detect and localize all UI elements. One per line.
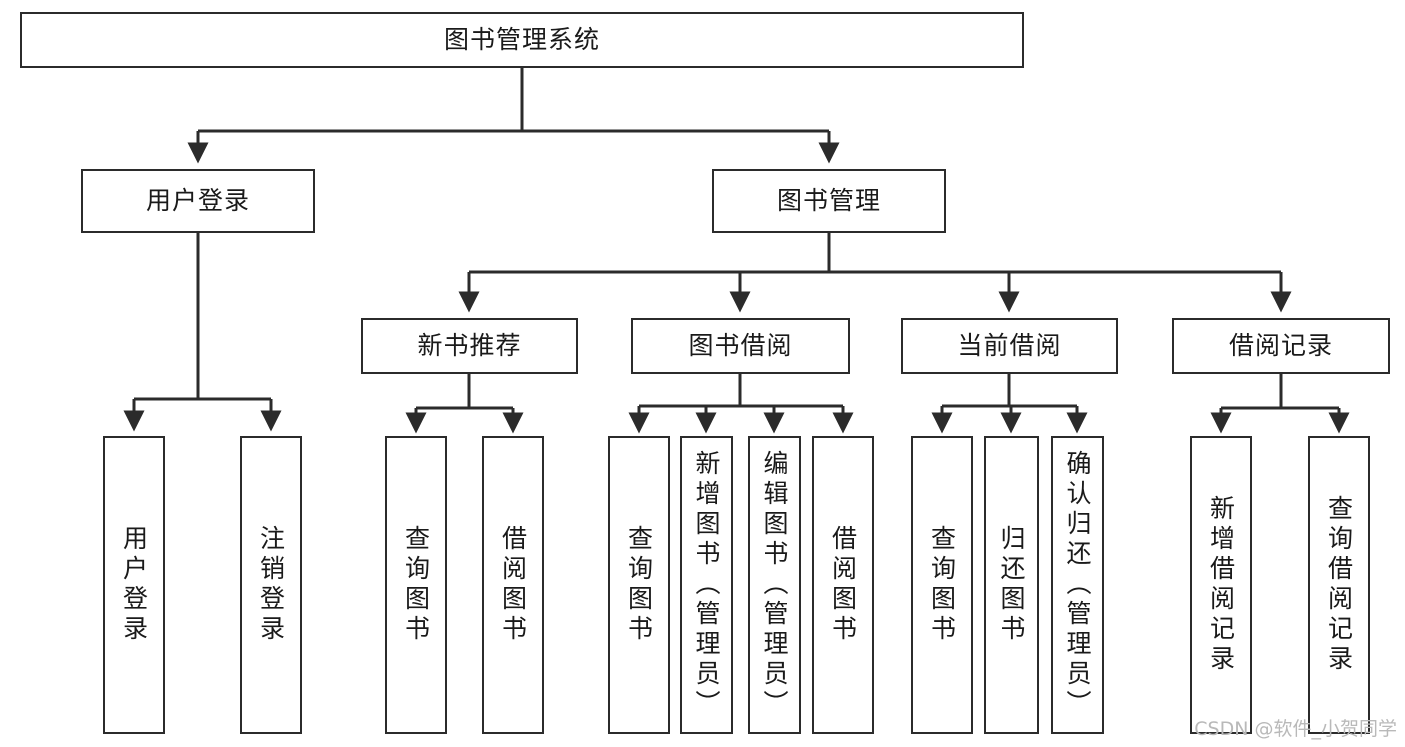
- node-leaf-borrow-book-recommend[interactable]: 借阅图书: [482, 436, 544, 734]
- node-book-manage[interactable]: 图书管理: [712, 169, 946, 233]
- node-leaf-query-book-current[interactable]: 查询图书: [911, 436, 973, 734]
- node-label: 查询图书: [401, 525, 431, 645]
- node-leaf-user-login[interactable]: 用户登录: [103, 436, 165, 734]
- node-label: 借阅记录: [1228, 331, 1333, 361]
- node-current-borrow[interactable]: 当前借阅: [901, 318, 1118, 374]
- node-leaf-query-book-recommend[interactable]: 查询图书: [385, 436, 447, 734]
- node-leaf-confirm-return-admin[interactable]: 确认归还（管理员）: [1051, 436, 1104, 734]
- node-label: 图书借阅: [688, 331, 793, 361]
- node-label: 编辑图书（管理员）: [760, 450, 789, 720]
- node-label: 新增借阅记录: [1206, 495, 1236, 675]
- node-label: 查询借阅记录: [1324, 495, 1354, 675]
- watermark-text: CSDN @软件_小贺同学: [1194, 718, 1397, 740]
- node-borrow-record[interactable]: 借阅记录: [1172, 318, 1390, 374]
- node-root[interactable]: 图书管理系统: [20, 12, 1024, 68]
- node-label: 图书管理: [776, 186, 881, 216]
- node-leaf-borrow-book[interactable]: 借阅图书: [812, 436, 874, 734]
- node-leaf-edit-book-admin[interactable]: 编辑图书（管理员）: [748, 436, 801, 734]
- node-label: 查询图书: [927, 525, 957, 645]
- node-book-borrow[interactable]: 图书借阅: [631, 318, 850, 374]
- node-label: 用户登录: [119, 525, 149, 645]
- node-leaf-logout[interactable]: 注销登录: [240, 436, 302, 734]
- node-label: 当前借阅: [957, 331, 1062, 361]
- node-label: 新增图书（管理员）: [692, 450, 721, 720]
- node-leaf-add-book-admin[interactable]: 新增图书（管理员）: [680, 436, 733, 734]
- node-leaf-query-borrow-record[interactable]: 查询借阅记录: [1308, 436, 1370, 734]
- node-label: 查询图书: [624, 525, 654, 645]
- node-leaf-return-book[interactable]: 归还图书: [984, 436, 1039, 734]
- node-user-login[interactable]: 用户登录: [81, 169, 315, 233]
- node-label: 用户登录: [145, 186, 250, 216]
- node-label: 确认归还（管理员）: [1063, 450, 1092, 720]
- node-label: 借阅图书: [498, 525, 528, 645]
- node-label: 注销登录: [256, 525, 286, 645]
- node-label: 图书管理系统: [443, 25, 600, 55]
- node-label: 新书推荐: [417, 331, 522, 361]
- node-label: 借阅图书: [828, 525, 858, 645]
- node-new-book-recommend[interactable]: 新书推荐: [361, 318, 578, 374]
- node-label: 归还图书: [997, 525, 1026, 645]
- node-leaf-add-borrow-record[interactable]: 新增借阅记录: [1190, 436, 1252, 734]
- node-leaf-query-book-borrow[interactable]: 查询图书: [608, 436, 670, 734]
